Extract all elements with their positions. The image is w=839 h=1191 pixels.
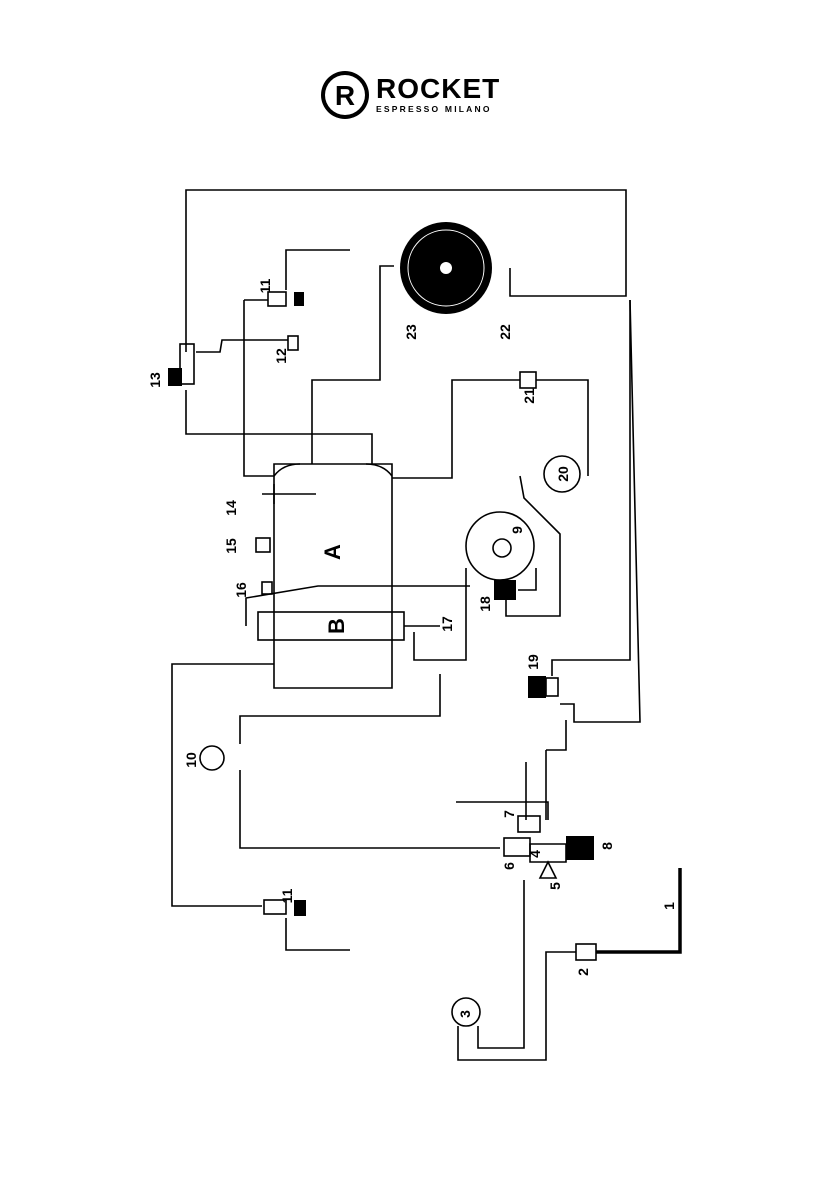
label-15: 15 <box>223 538 239 554</box>
label-8: 8 <box>599 842 615 850</box>
label-17: 17 <box>439 616 455 632</box>
component-21: 21 <box>520 372 537 404</box>
pipes <box>172 190 680 1060</box>
label-21: 21 <box>521 388 537 404</box>
component-10: 10 <box>183 746 224 770</box>
label-16: 16 <box>233 582 249 598</box>
component-2: 2 <box>575 944 596 976</box>
boiler: A <box>274 464 392 688</box>
label-9: 9 <box>509 526 525 534</box>
label-2: 2 <box>575 968 591 976</box>
label-18: 18 <box>477 596 493 612</box>
label-14: 14 <box>223 500 239 516</box>
label-1: 1 <box>661 902 677 910</box>
label-11-top: 11 <box>257 278 273 293</box>
component-13: 13 <box>147 344 194 388</box>
component-18: 18 <box>477 580 516 612</box>
component-15: 15 <box>223 538 270 554</box>
label-22: 22 <box>497 324 513 340</box>
pressure-gauge: 23 22 <box>400 222 513 340</box>
label-20: 20 <box>555 466 571 482</box>
valve-group: 4 5 6 7 8 <box>501 810 615 890</box>
heat-exchanger-label: B <box>324 618 349 634</box>
label-3: 3 <box>457 1010 473 1018</box>
component-9: 9 <box>466 512 534 580</box>
boiler-label: A <box>320 544 345 560</box>
component-17: 17 <box>404 616 455 632</box>
label-13: 13 <box>147 372 163 388</box>
label-5: 5 <box>547 882 563 890</box>
component-14: 14 <box>223 484 316 516</box>
label-12: 12 <box>273 348 289 364</box>
label-4: 4 <box>527 850 543 858</box>
component-3: 3 <box>452 998 480 1026</box>
label-19: 19 <box>525 654 541 670</box>
label-11-bottom: 11 <box>279 888 295 903</box>
component-20: 20 <box>544 456 580 492</box>
component-11-top: 11 <box>257 278 304 306</box>
label-6: 6 <box>501 862 517 870</box>
label-7: 7 <box>501 810 517 818</box>
label-23: 23 <box>403 324 419 340</box>
heat-exchanger: B <box>258 612 404 640</box>
label-10: 10 <box>183 752 199 768</box>
component-11-bottom: 11 <box>264 888 306 916</box>
